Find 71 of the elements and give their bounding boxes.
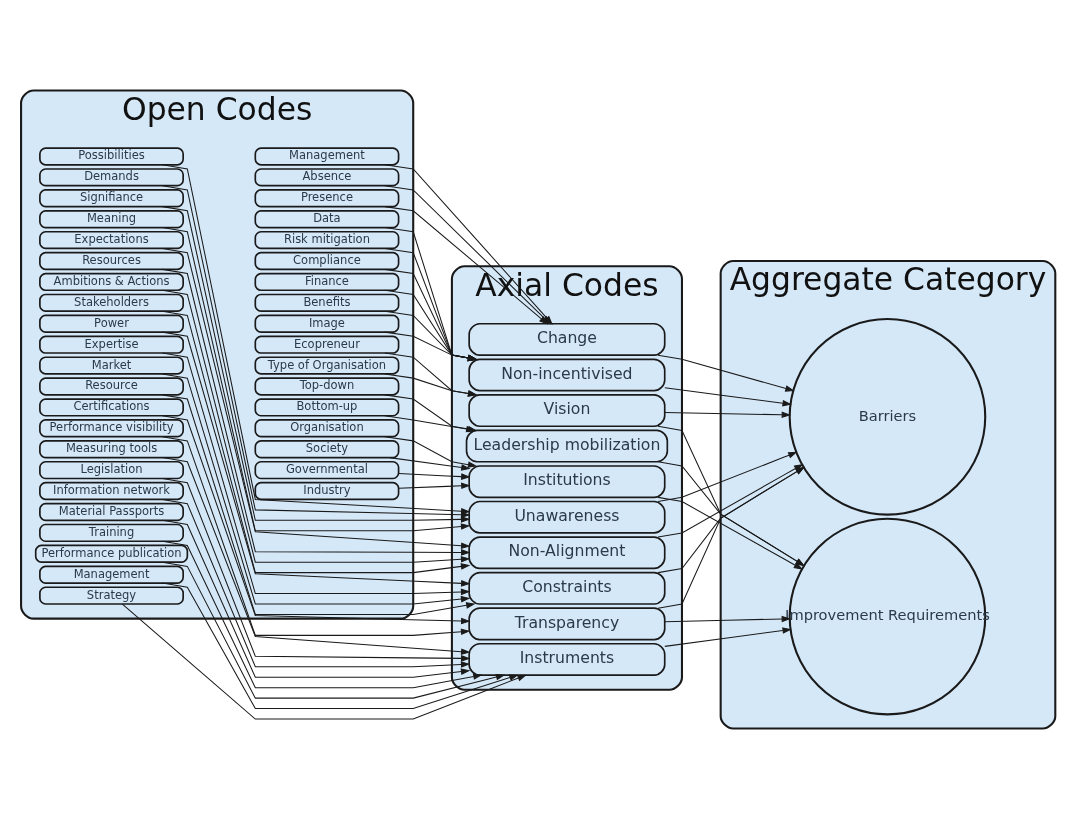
node-box: Signifiance: [39, 189, 184, 208]
node-box: Certifications: [39, 398, 184, 417]
node-box: Instruments: [468, 642, 666, 676]
arrow: [384, 436, 478, 468]
node-box: Bottom-up: [254, 398, 400, 417]
node-box: Material Passports: [39, 502, 184, 522]
node-box: Resources: [39, 251, 184, 271]
node-box: Performance publication: [34, 544, 189, 563]
node-box: Data: [254, 209, 400, 229]
node-box: Leadership mobilization: [465, 429, 669, 463]
node-box: Legislation: [39, 460, 184, 480]
node-box: Management: [39, 565, 184, 584]
node-box: Change: [468, 322, 666, 356]
arrow: [398, 482, 471, 490]
node-box: Meaning: [39, 209, 184, 229]
arrow: [398, 473, 471, 480]
arrow: [161, 519, 471, 678]
node-box: Top-down: [254, 377, 400, 396]
node-box: Ecopreneur: [254, 335, 400, 354]
node-box: Performance visibility: [39, 419, 184, 438]
node-box: Governmental: [254, 460, 400, 480]
arrow: [161, 561, 506, 699]
arrow: [384, 331, 478, 362]
arrow: [384, 289, 478, 362]
node-box: Non-incentivised: [468, 358, 666, 392]
arrow: [121, 603, 527, 720]
arrow: [384, 352, 478, 397]
node-box: Type of Organisation: [254, 356, 400, 375]
arrow: [657, 466, 805, 609]
node-box: Transparency: [468, 607, 666, 641]
node-box: Possibilities: [39, 147, 184, 166]
node-box: Benefits: [254, 293, 400, 313]
node-box: Organisation: [254, 419, 400, 438]
node-box: Image: [254, 314, 400, 333]
arrow: [657, 451, 798, 503]
node-box: Training: [39, 523, 184, 543]
node-box: Finance: [254, 272, 400, 292]
node-box: Society: [254, 440, 400, 459]
node-box: Expectations: [39, 230, 184, 250]
node-box: Management: [254, 147, 400, 166]
node-box: Measuring tools: [39, 440, 184, 459]
arrow: [664, 387, 792, 407]
node-box: Non-Alignment: [468, 536, 666, 570]
arrow: [657, 496, 804, 570]
arrow: [664, 627, 792, 647]
node-box: Absence: [254, 168, 400, 187]
node-box: Presence: [254, 189, 400, 208]
node-box: Compliance: [254, 251, 400, 271]
node-box: Risk mitigation: [254, 230, 400, 250]
arrow: [664, 411, 792, 419]
arrow: [161, 582, 519, 710]
arrow: [389, 457, 471, 471]
node-box: Industry: [254, 481, 400, 501]
node-box: Stakeholders: [39, 293, 184, 313]
node-box: Ambitions & Actions: [39, 272, 184, 292]
node-box: Power: [39, 314, 184, 333]
node-box: Strategy: [39, 586, 184, 605]
node-box: Institutions: [468, 465, 666, 499]
node-box: Resource: [39, 377, 184, 396]
node-box: Demands: [39, 168, 184, 187]
node-box: Constraints: [468, 571, 666, 605]
node-box: Expertise: [39, 335, 184, 354]
node-box: Unawareness: [468, 500, 666, 534]
node-box: Market: [39, 356, 184, 375]
arrow: [384, 373, 478, 397]
node-box: Vision: [468, 394, 666, 428]
arrow: [161, 540, 483, 689]
arrow: [664, 615, 792, 623]
node-box: Information network: [39, 481, 184, 501]
arrow: [384, 310, 478, 362]
arrow: [384, 268, 478, 362]
